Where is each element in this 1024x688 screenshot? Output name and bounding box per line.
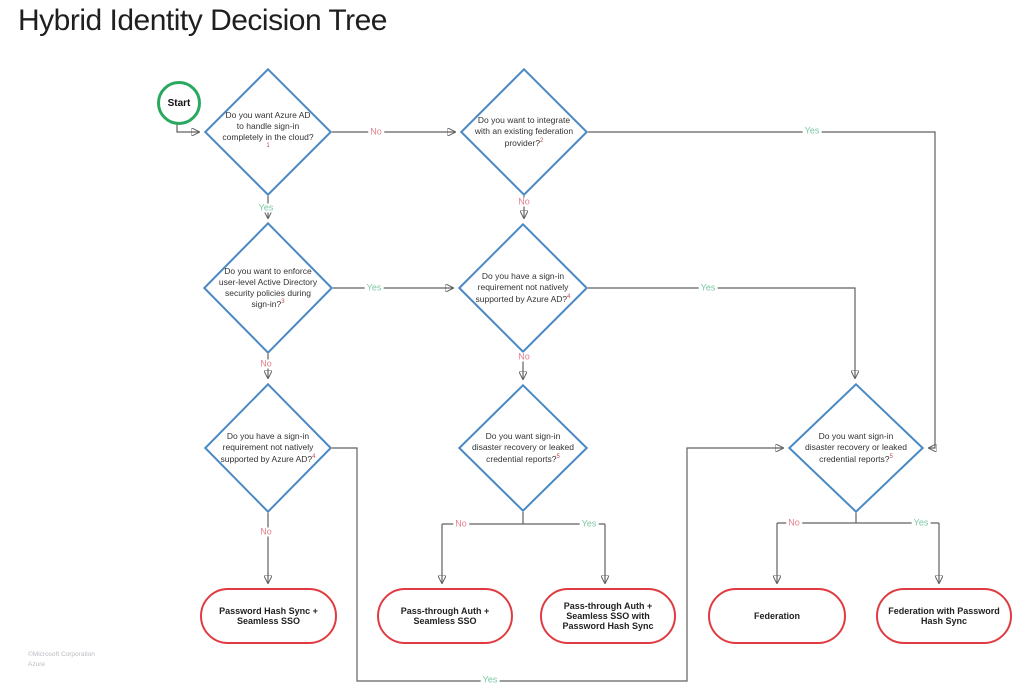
decision-disaster-recovery-right[interactable]: Do you want sign-in disaster recovery or… <box>788 383 924 513</box>
decision-cloud-signin-text: Do you want Azure AD to handle sign-in c… <box>222 109 314 150</box>
copyright: ©Microsoft Corporation Azure <box>28 650 95 670</box>
edge-label-yes-q5: Yes <box>480 674 500 685</box>
decision-signin-requirement-mid-text: Do you have a sign-in requirement not na… <box>475 271 571 304</box>
edge-label-yes-q2: Yes <box>802 125 822 136</box>
edge-label-no-q7: No <box>786 517 802 528</box>
diamond-shape-icon <box>204 383 332 513</box>
copyright-line1: ©Microsoft Corporation <box>28 651 95 658</box>
edge-label-no-q4: No <box>516 351 532 362</box>
outcome-label: Pass-through Auth + Seamless SSO with Pa… <box>562 601 654 631</box>
edge-label-no-q5: No <box>258 526 274 537</box>
edge-label-no-q3: No <box>258 358 274 369</box>
decision-existing-federation-text: Do you want to integrate with an existin… <box>474 115 574 148</box>
decision-cloud-signin[interactable]: Do you want Azure AD to handle sign-in c… <box>204 68 332 196</box>
outcome-label: Pass-through Auth + Seamless SSO <box>400 606 490 626</box>
decision-disaster-recovery-right-text: Do you want sign-in disaster recovery or… <box>804 431 908 464</box>
outcome-label: Password Hash Sync + Seamless SSO <box>219 606 318 626</box>
start-node[interactable]: Start <box>157 81 201 125</box>
copyright-line2: Azure <box>28 660 45 668</box>
edge-label-no-q1: No <box>368 126 384 137</box>
diamond-shape-icon <box>458 223 588 353</box>
edge-label-yes-q1: Yes <box>256 202 276 213</box>
edge-label-yes-q4: Yes <box>698 282 718 293</box>
decision-signin-requirement-mid[interactable]: Do you have a sign-in requirement not na… <box>458 223 588 353</box>
diamond-shape-icon <box>458 384 588 512</box>
outcome-password-hash-sync-sso[interactable]: Password Hash Sync + Seamless SSO <box>200 588 337 644</box>
diamond-shape-icon <box>788 383 924 513</box>
outcome-passthrough-auth-sso-phs[interactable]: Pass-through Auth + Seamless SSO with Pa… <box>540 588 676 644</box>
diamond-shape-icon <box>460 68 588 196</box>
outcome-passthrough-auth-sso[interactable]: Pass-through Auth + Seamless SSO <box>377 588 513 644</box>
diamond-shape-icon <box>204 68 332 196</box>
page-title: Hybrid Identity Decision Tree <box>18 4 388 37</box>
decision-signin-requirement-left[interactable]: Do you have a sign-in requirement not na… <box>204 383 332 513</box>
edge-label-yes-q6: Yes <box>579 518 599 529</box>
decision-existing-federation[interactable]: Do you want to integrate with an existin… <box>460 68 588 196</box>
outcome-federation[interactable]: Federation <box>708 588 846 644</box>
decision-disaster-recovery-mid[interactable]: Do you want sign-in disaster recovery or… <box>458 384 588 512</box>
decision-disaster-recovery-mid-text: Do you want sign-in disaster recovery or… <box>471 431 575 464</box>
decision-ad-security-policies-text: Do you want to enforce user-level Active… <box>218 265 318 310</box>
outcome-label: Federation with Password Hash Sync <box>888 606 1000 626</box>
edge-label-yes-q3: Yes <box>364 282 384 293</box>
decision-signin-requirement-left-text: Do you have a sign-in requirement not na… <box>220 431 316 464</box>
start-label: Start <box>167 97 191 109</box>
outcome-federation-phs[interactable]: Federation with Password Hash Sync <box>876 588 1012 644</box>
edge-label-no-q6: No <box>453 518 469 529</box>
diamond-shape-icon <box>203 222 333 354</box>
decision-ad-security-policies[interactable]: Do you want to enforce user-level Active… <box>203 222 333 354</box>
outcome-label: Federation <box>753 611 800 621</box>
edge-label-no-q2: No <box>516 196 532 207</box>
edge-label-yes-q7: Yes <box>911 517 931 528</box>
